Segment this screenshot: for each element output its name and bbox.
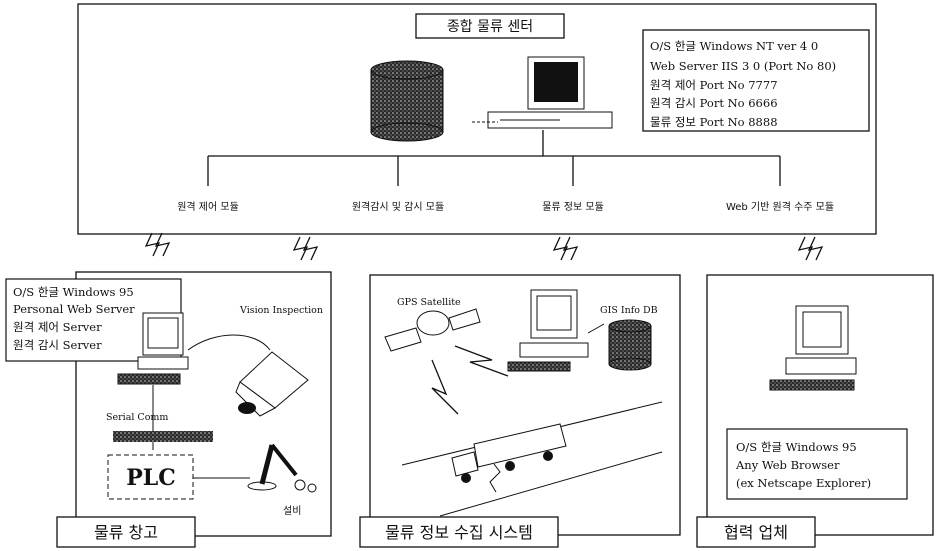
logistics-title-box — [359, 516, 559, 548]
plc-box — [107, 454, 194, 500]
wireless-link-icons — [144, 232, 824, 261]
camera-icon — [235, 351, 309, 417]
lightning-icon — [807, 236, 824, 261]
lightning-icon — [562, 236, 579, 261]
partner-frame — [706, 274, 934, 536]
camera-cable — [187, 334, 271, 351]
warehouse-title: 물류 창고 — [94, 523, 158, 542]
warehouse-frame — [75, 271, 332, 537]
partner-computer-icon — [769, 305, 857, 391]
logistics-computer-icon — [507, 289, 589, 372]
warehouse-info-line-2: Personal Web Server — [13, 302, 135, 316]
vision-inspection-label: Vision Inspection — [239, 305, 323, 316]
lightning-icon — [797, 236, 814, 261]
center-info-line-2: Web Server IIS 3 0 (Port No 80) — [650, 59, 836, 73]
lightning-icon — [552, 236, 569, 261]
lightning-icon — [154, 232, 171, 257]
center-info-box — [642, 29, 870, 132]
server-computer-icon — [472, 56, 613, 129]
module-tree — [207, 130, 781, 186]
partner-info-box — [726, 428, 908, 500]
truck-signal — [489, 463, 501, 493]
warehouse-section: O/S 한글 Windows 95 Personal Web Server 원격… — [5, 271, 332, 548]
partner-section: O/S 한글 Windows 95 Any Web Browser (ex Ne… — [696, 274, 934, 548]
warehouse-info-line-3: 원격 제어 Server — [13, 320, 102, 334]
gis-db-label: GIS Info DB — [600, 305, 658, 316]
truck-icon — [451, 423, 567, 483]
server-database-icon — [370, 60, 444, 142]
partner-info-line-2: Any Web Browser — [735, 458, 840, 472]
partner-info-line-1: O/S 한글 Windows 95 — [736, 440, 857, 454]
lightning-icon — [144, 232, 161, 257]
center-info-line-4: 원격 감시 Port No 6666 — [650, 96, 778, 110]
center-info-line-5: 물류 정보 Port No 8888 — [650, 115, 778, 129]
central-logistics-center: 종합 물류 센터 O/S 한글 Windows NT ver 4 0 Web S… — [77, 3, 877, 235]
gis-database-icon — [608, 319, 652, 371]
partner-title: 협력 업체 — [724, 523, 788, 542]
robot-arm-icon — [247, 443, 317, 493]
logistics-title: 물류 정보 수집 시스템 — [385, 523, 533, 542]
signal-bolt-icon — [431, 359, 459, 415]
center-title-box — [415, 13, 565, 39]
center-title: 종합 물류 센터 — [447, 19, 533, 35]
warehouse-computer-icon — [117, 312, 189, 385]
plc-label: PLC — [126, 465, 176, 491]
center-info-line-3: 원격 제어 Port No 7777 — [650, 78, 778, 92]
road-line — [439, 451, 663, 517]
center-frame — [77, 3, 877, 235]
warehouse-info-line-4: 원격 감시 Server — [13, 338, 102, 352]
module-web-order: Web 기반 원격 수주 모듈 — [726, 200, 834, 213]
serial-comm-label: Serial Comm — [106, 412, 168, 423]
signal-bolt-icon — [454, 345, 509, 377]
center-info-line-1: O/S 한글 Windows NT ver 4 0 — [650, 39, 818, 53]
warehouse-title-box — [56, 516, 196, 548]
partner-info-line-3: (ex Netscape Explorer) — [736, 476, 871, 490]
module-logistics-info: 물류 정보 모듈 — [542, 201, 604, 213]
serial-bus-icon — [113, 431, 213, 442]
gps-satellite-label: GPS Satellite — [397, 297, 461, 308]
warehouse-info-line-1: O/S 한글 Windows 95 — [13, 285, 134, 299]
module-remote-monitoring: 원격감시 및 감시 모듈 — [352, 200, 444, 213]
module-remote-control: 원격 제어 모듈 — [177, 200, 239, 213]
gps-satellite-icon — [384, 308, 481, 352]
lightning-icon — [302, 236, 319, 261]
equipment-label: 설비 — [283, 505, 301, 517]
lightning-icon — [292, 236, 309, 261]
logistics-section: GPS Satellite GIS Info DB — [359, 274, 681, 548]
partner-title-box — [696, 516, 816, 548]
db-connection — [587, 323, 605, 334]
